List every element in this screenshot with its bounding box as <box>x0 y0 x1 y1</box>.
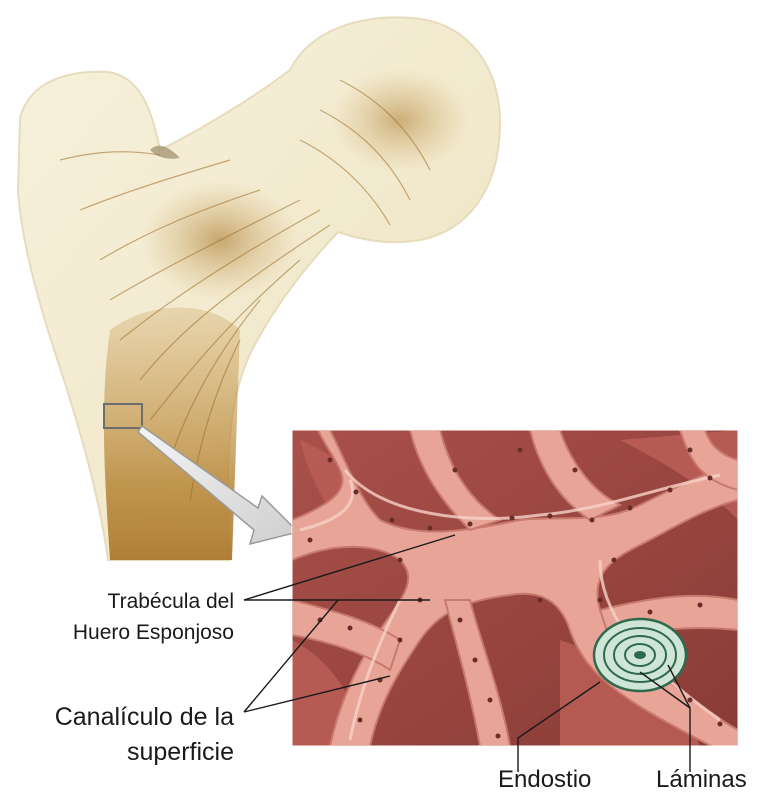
label-trabecula: Trabécula del Huero Esponjoso <box>73 586 234 648</box>
magnified-trabecular-bone <box>292 430 738 760</box>
label-canaliculo-line1: Canalículo de la <box>55 700 234 735</box>
label-canaliculo-line2: superficie <box>55 735 234 770</box>
osteon-cross-section <box>594 619 686 691</box>
label-canaliculo: Canalículo de la superficie <box>55 700 234 770</box>
label-laminas: Láminas <box>656 766 747 794</box>
label-endostio: Endostio <box>498 766 591 794</box>
label-trabecula-line1: Trabécula del <box>73 586 234 617</box>
label-trabecula-line2: Huero Esponjoso <box>73 617 234 648</box>
femur-head-stain <box>330 68 470 172</box>
femur-shaft-stain <box>104 308 240 561</box>
